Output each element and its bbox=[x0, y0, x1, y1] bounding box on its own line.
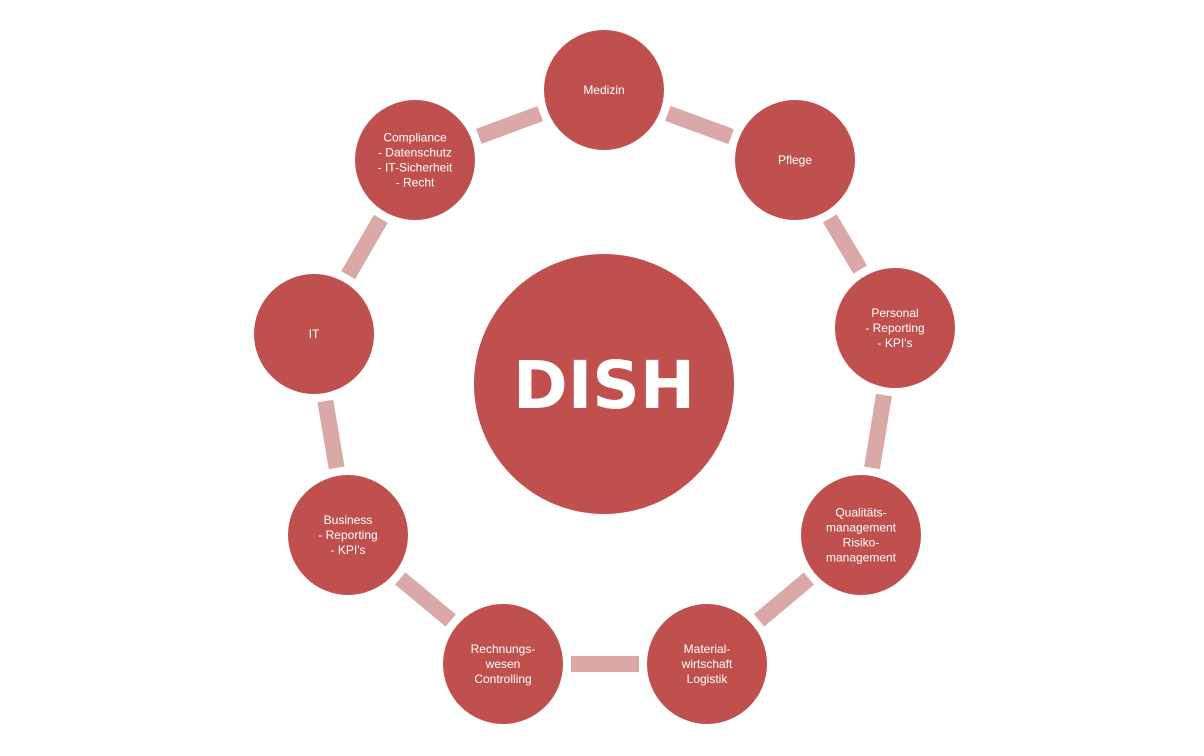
connectors bbox=[317, 105, 892, 672]
node-label-business: Business- Reporting- KPI's bbox=[318, 513, 377, 557]
node-label-line: management bbox=[826, 521, 897, 535]
node-label-compliance: Compliance- Datenschutz- IT-Sicherheit- … bbox=[378, 131, 453, 190]
node-pflege: Pflege bbox=[735, 100, 855, 220]
node-label-personal: Personal- Reporting- KPI's bbox=[865, 306, 924, 350]
center-circle bbox=[474, 254, 734, 514]
connector-rechnung-business bbox=[395, 572, 456, 627]
connector-business-it bbox=[317, 399, 345, 470]
node-label-line: - Datenschutz bbox=[378, 146, 452, 160]
connector-personal-qualitaet bbox=[864, 393, 892, 470]
connector-pflege-personal bbox=[822, 214, 868, 274]
node-circle-business bbox=[288, 475, 408, 595]
node-it: IT bbox=[254, 274, 374, 394]
node-label-line: Medizin bbox=[583, 83, 624, 97]
node-compliance: Compliance- Datenschutz- IT-Sicherheit- … bbox=[355, 100, 475, 220]
node-label-line: Material- bbox=[684, 642, 731, 656]
node-circle-material bbox=[647, 604, 767, 724]
node-label-line: Logistik bbox=[687, 672, 729, 686]
node-circle-personal bbox=[835, 268, 955, 388]
node-label-line: - IT-Sicherheit bbox=[378, 161, 453, 175]
node-personal: Personal- Reporting- KPI's bbox=[835, 268, 955, 388]
node-circle-compliance bbox=[355, 100, 475, 220]
node-label-pflege: Pflege bbox=[778, 153, 812, 167]
node-label-line: Personal bbox=[871, 306, 918, 320]
node-circle-it bbox=[254, 274, 374, 394]
node-label-line: IT bbox=[309, 327, 320, 341]
node-label-line: - Reporting bbox=[865, 321, 924, 335]
node-label-line: Compliance bbox=[383, 131, 447, 145]
node-label-line: management bbox=[826, 551, 897, 565]
node-label-line: - Recht bbox=[396, 176, 435, 190]
node-circle-medizin bbox=[544, 30, 664, 150]
node-circle-qualitaet bbox=[801, 475, 921, 595]
connector-compliance-medizin bbox=[475, 106, 544, 144]
node-label-line: Risiko- bbox=[843, 536, 880, 550]
connector-qualitaet-material bbox=[753, 572, 815, 627]
node-label-line: Business bbox=[324, 513, 373, 527]
node-label-medizin: Medizin bbox=[583, 83, 624, 97]
center-label: DISH bbox=[513, 347, 695, 424]
node-label-line: - KPI's bbox=[878, 336, 913, 350]
node-medizin: Medizin bbox=[544, 30, 664, 150]
node-label-line: Rechnungs- bbox=[471, 642, 536, 656]
node-label-line: wesen bbox=[485, 657, 521, 671]
node-label-line: - Reporting bbox=[318, 528, 377, 542]
node-circle-pflege bbox=[735, 100, 855, 220]
node-label-line: Qualitäts- bbox=[835, 506, 886, 520]
connector-medizin-pflege bbox=[665, 105, 734, 145]
connector-it-compliance bbox=[341, 214, 388, 280]
node-label-line: - KPI's bbox=[331, 543, 366, 557]
center-node: DISH bbox=[474, 254, 734, 514]
node-business: Business- Reporting- KPI's bbox=[288, 475, 408, 595]
node-circle-rechnung bbox=[443, 604, 563, 724]
node-label-line: wirtschaft bbox=[681, 657, 733, 671]
node-label-it: IT bbox=[309, 327, 320, 341]
node-label-line: Pflege bbox=[778, 153, 812, 167]
node-label-line: Controlling bbox=[474, 672, 531, 686]
